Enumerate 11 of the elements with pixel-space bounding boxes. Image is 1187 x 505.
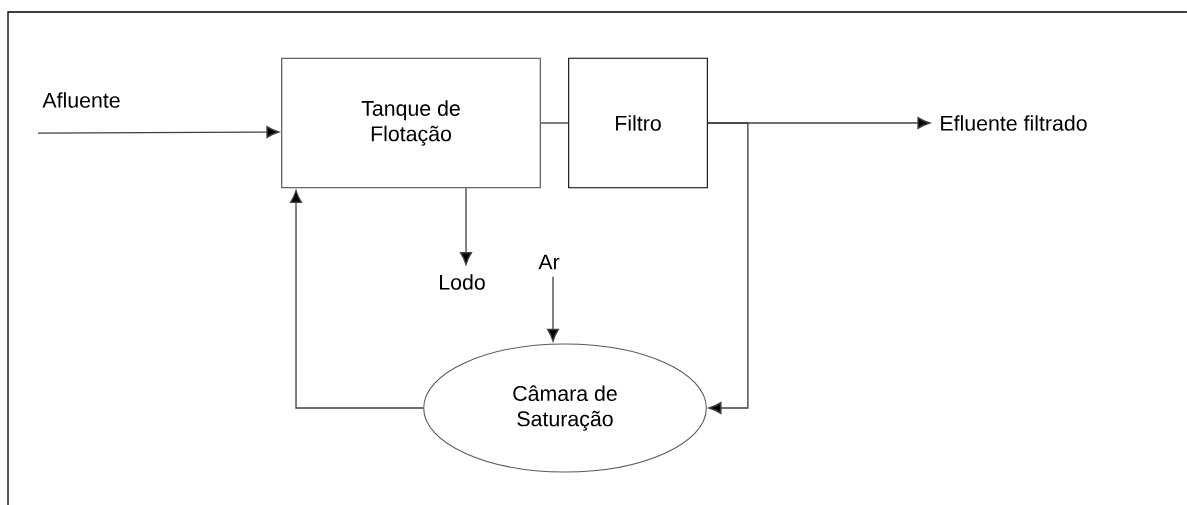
arrow bbox=[707, 122, 749, 415]
arrow bbox=[459, 187, 473, 266]
sludge-label: Lodo bbox=[440, 274, 485, 290]
arrow bbox=[289, 189, 424, 409]
air-label: Ar bbox=[538, 254, 560, 270]
inflow-label: Afluente bbox=[42, 92, 120, 108]
tank-box: Tanque de Flotação bbox=[281, 57, 541, 189]
filter-box: Filtro bbox=[568, 57, 708, 189]
arrow bbox=[37, 126, 280, 139]
arrow bbox=[546, 276, 560, 342]
outflow-label: Efluente filtrado bbox=[941, 115, 1087, 131]
